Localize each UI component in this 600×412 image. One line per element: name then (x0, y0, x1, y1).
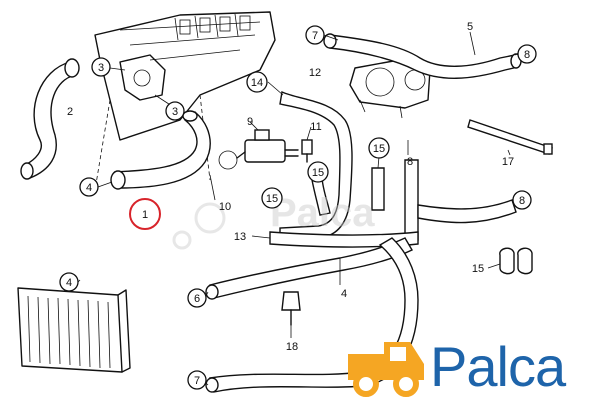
watermark: Palca (172, 191, 375, 250)
svg-text:3: 3 (98, 62, 104, 74)
svg-text:2: 2 (67, 106, 73, 118)
callout-8b: 8 (517, 44, 537, 64)
hose-part-15-a (311, 177, 331, 216)
callout-3b: 3 (165, 101, 185, 121)
brand-logo: Palca (342, 330, 592, 406)
svg-text:5: 5 (467, 21, 473, 33)
svg-text:15: 15 (373, 143, 385, 155)
hose-end (110, 170, 126, 190)
callout-15b: 15 (368, 137, 390, 159)
svg-text:4: 4 (86, 182, 92, 194)
coolant-hose-part-5 (329, 34, 519, 79)
callout-4b: 4 (59, 272, 79, 292)
svg-text:8: 8 (407, 156, 413, 168)
callout-1-highlighted: 1 (129, 198, 161, 230)
callout-11: 10 (219, 201, 231, 213)
fitting-part-12 (301, 139, 313, 163)
cable-tie-part-17 (467, 119, 553, 155)
callout-2: 2 (67, 106, 73, 118)
callout-15d: 15 (261, 187, 283, 209)
svg-text:14: 14 (251, 77, 263, 89)
callout-13: 12 (309, 67, 321, 79)
callout-8c: 8 (512, 190, 532, 210)
radiator (17, 287, 131, 373)
coolant-hose-part-14 (269, 231, 419, 248)
hose-end (205, 284, 219, 300)
hose-part-15-b (371, 167, 385, 211)
callout-8a: 7 (305, 25, 325, 45)
coolant-hose-part-1 (114, 111, 211, 189)
brand-name: Palca (430, 335, 566, 398)
svg-text:9: 9 (247, 116, 253, 128)
svg-text:4: 4 (66, 277, 72, 289)
callout-10: 9 (247, 116, 253, 128)
svg-text:17: 17 (502, 156, 514, 168)
svg-text:15: 15 (472, 263, 484, 275)
callout-15c: 15 (307, 161, 329, 183)
callout-16: 15 (472, 263, 484, 275)
hose-part-15-c (404, 159, 419, 241)
svg-text:4: 4 (341, 288, 347, 300)
svg-text:18: 18 (286, 341, 298, 353)
svg-text:13: 13 (234, 231, 246, 243)
svg-text:8: 8 (519, 195, 525, 207)
callout-14: 13 (234, 231, 246, 243)
coolant-hose-part-6 (209, 237, 413, 299)
svg-text:15: 15 (266, 193, 278, 205)
callout-7a: 6 (187, 288, 207, 308)
svg-text:7: 7 (312, 30, 318, 42)
callout-18: 18 (286, 341, 298, 353)
svg-text:11: 11 (310, 121, 321, 133)
callout-12: 11 (310, 121, 321, 133)
hose-end (205, 377, 219, 393)
svg-text:8: 8 (524, 49, 530, 61)
hose-end (64, 58, 80, 78)
svg-text:10: 10 (219, 201, 231, 213)
hose-end (182, 110, 198, 122)
svg-text:1: 1 (142, 209, 148, 221)
clip-part-18 (281, 291, 301, 326)
svg-text:15: 15 (312, 167, 324, 179)
clip-part-16 (499, 247, 533, 275)
thermostat-housing (119, 54, 166, 101)
callout-3a: 3 (91, 57, 111, 77)
svg-text:7: 7 (194, 375, 200, 387)
hose-end (20, 162, 34, 180)
callout-15a: 14 (246, 71, 268, 93)
upper-radiator-hose (24, 61, 76, 179)
callout-9: 8 (407, 156, 413, 168)
svg-text:Palca: Palca (270, 191, 375, 235)
svg-text:3: 3 (172, 106, 178, 118)
svg-text:12: 12 (309, 67, 321, 79)
valve-part-10 (218, 129, 299, 170)
truck-icon (348, 342, 424, 397)
callout-4a: 4 (79, 177, 99, 197)
svg-text:6: 6 (194, 293, 200, 305)
callout-7b: 7 (187, 370, 207, 390)
coolant-hose-part-8 (417, 199, 517, 224)
callout-17: 17 (502, 156, 514, 168)
hose-end (323, 33, 337, 49)
callout-5: 5 (467, 21, 473, 33)
callout-6: 4 (341, 288, 347, 300)
